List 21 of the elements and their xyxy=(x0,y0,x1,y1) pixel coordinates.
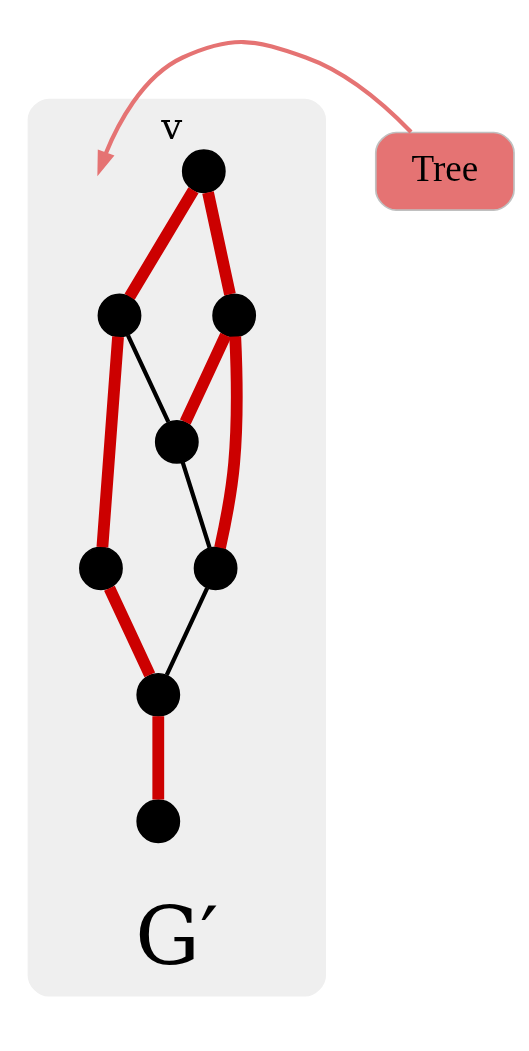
connector xyxy=(164,587,210,676)
node-circle xyxy=(181,149,226,194)
node-circle xyxy=(97,293,142,338)
node-circle xyxy=(136,672,181,717)
node-label: v xyxy=(161,105,183,149)
arrow xyxy=(97,39,413,177)
node-circle xyxy=(136,799,181,844)
connector xyxy=(214,336,243,549)
node-circle xyxy=(154,419,199,464)
connector xyxy=(126,334,171,423)
node-circle xyxy=(193,546,238,591)
node-box: Tree xyxy=(374,131,515,211)
connector xyxy=(152,716,165,800)
connector xyxy=(180,461,212,549)
connector xyxy=(124,187,199,300)
node-circle xyxy=(79,546,123,591)
connector xyxy=(104,585,156,678)
connector xyxy=(96,336,124,548)
connector xyxy=(202,191,236,296)
connector xyxy=(179,332,232,425)
node-circle xyxy=(212,293,257,338)
